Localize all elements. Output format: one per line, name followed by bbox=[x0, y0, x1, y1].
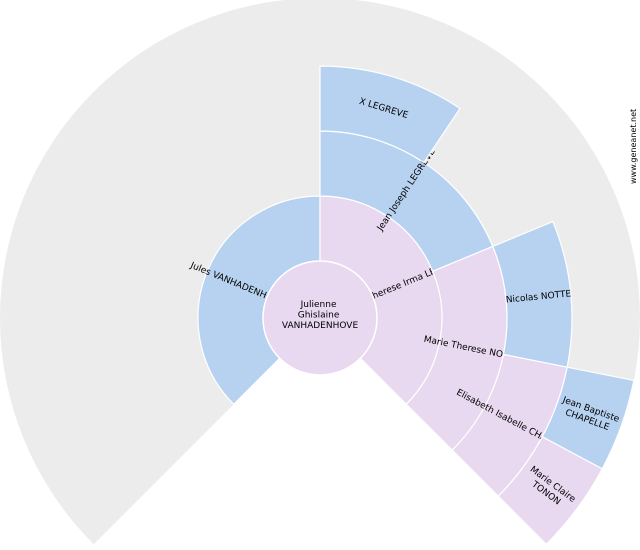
root-name-line-1: Julienne bbox=[300, 300, 337, 310]
root-person-circle[interactable] bbox=[262, 260, 378, 376]
root-name-line-3: VANHADENHOVE bbox=[282, 321, 359, 331]
ancestor-mmmm-father[interactable]: Jean BaptisteCHAPELLE bbox=[541, 366, 635, 470]
ancestor-mmf-father[interactable]: X LEGREVE bbox=[319, 65, 461, 164]
ancestor-segment[interactable] bbox=[497, 435, 604, 546]
ancestor-mmm-father[interactable]: Nicolas NOTTE bbox=[491, 220, 573, 368]
root-name-line-2: Ghislaine bbox=[298, 311, 340, 321]
ancestor-father[interactable]: Jules VANHADENHOVE bbox=[188, 195, 321, 406]
root-person-name: Julienne Ghislaine VANHADENHOVE bbox=[282, 300, 359, 331]
ancestor-mmmm-mother[interactable]: Marie ClaireTONON bbox=[497, 435, 604, 546]
geneanet-watermark: www.geneanet.net bbox=[629, 108, 638, 184]
ancestor-segment[interactable] bbox=[319, 65, 461, 164]
